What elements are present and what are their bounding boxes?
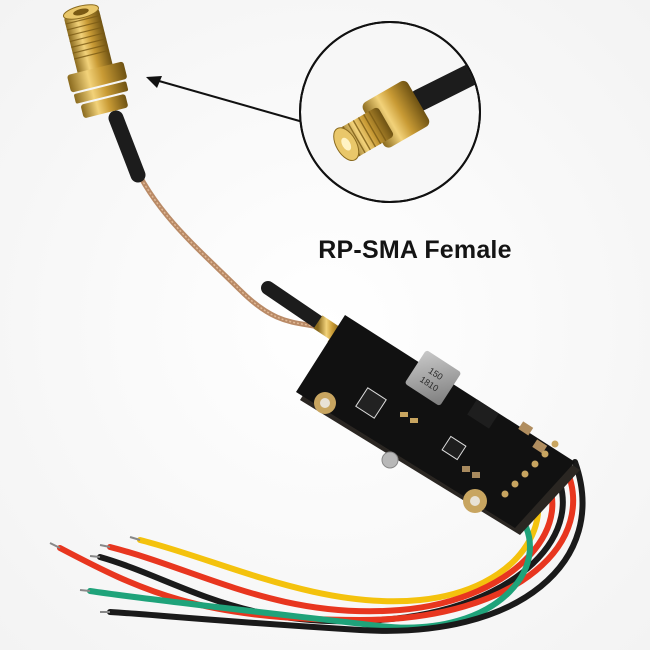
- wire-green: [87, 507, 533, 631]
- wire-red-1: [107, 467, 556, 615]
- coax-cable: [125, 147, 333, 333]
- inductor-chip: 150 1810: [405, 350, 461, 406]
- wire-bundle: [57, 459, 586, 634]
- wire-black-2: [107, 459, 586, 634]
- wire-red-2: [57, 463, 577, 624]
- rp-sma-connector: [62, 4, 129, 118]
- wire-yellow: [137, 467, 542, 605]
- wire-tips: [49, 536, 141, 613]
- heatshrink-sleeve-board: [261, 281, 325, 329]
- callout-label: RP-SMA Female: [318, 236, 512, 264]
- callout-arrow: [146, 76, 304, 123]
- vtx-pcb-board: 150 1810: [296, 315, 580, 535]
- callout-magnifier: [299, 21, 481, 203]
- heatshrink-sleeve-connector: [108, 110, 146, 183]
